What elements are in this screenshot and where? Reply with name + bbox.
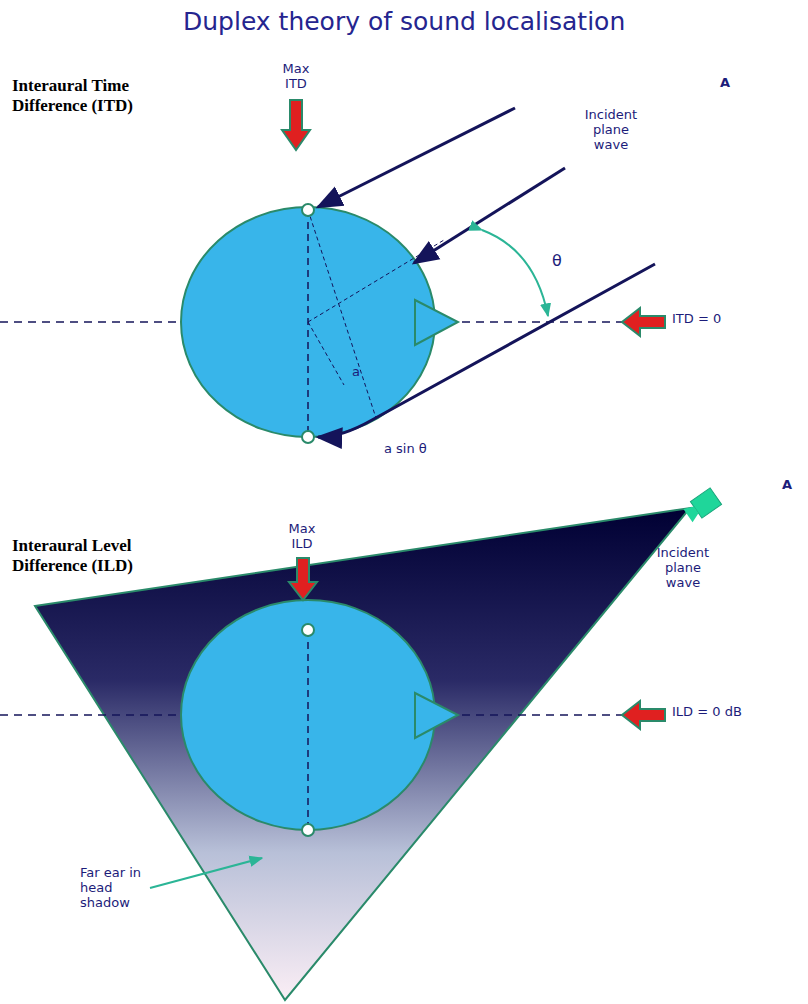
- source-label: A: [782, 478, 792, 493]
- angle-label: θ: [552, 252, 562, 270]
- diagram-title: Duplex theory of sound localisation: [183, 8, 625, 37]
- panel-heading: Interaural Level Difference (ILD): [12, 536, 172, 575]
- zero-marker: ILD = 0 dB: [672, 705, 742, 720]
- panel-heading: Interaural Time Difference (ITD): [12, 76, 172, 115]
- radius-label: a: [352, 365, 360, 380]
- max-marker: Max ILD: [282, 522, 322, 552]
- wave-label: Incident plane wave: [576, 108, 646, 153]
- wave-label: Incident plane wave: [648, 546, 718, 591]
- path-difference: a sin θ: [384, 442, 427, 457]
- shadow-label: Far ear in head shadow: [80, 866, 150, 911]
- max-marker: Max ITD: [276, 62, 316, 92]
- source-label: A: [720, 76, 730, 91]
- zero-marker: ITD = 0: [672, 312, 721, 327]
